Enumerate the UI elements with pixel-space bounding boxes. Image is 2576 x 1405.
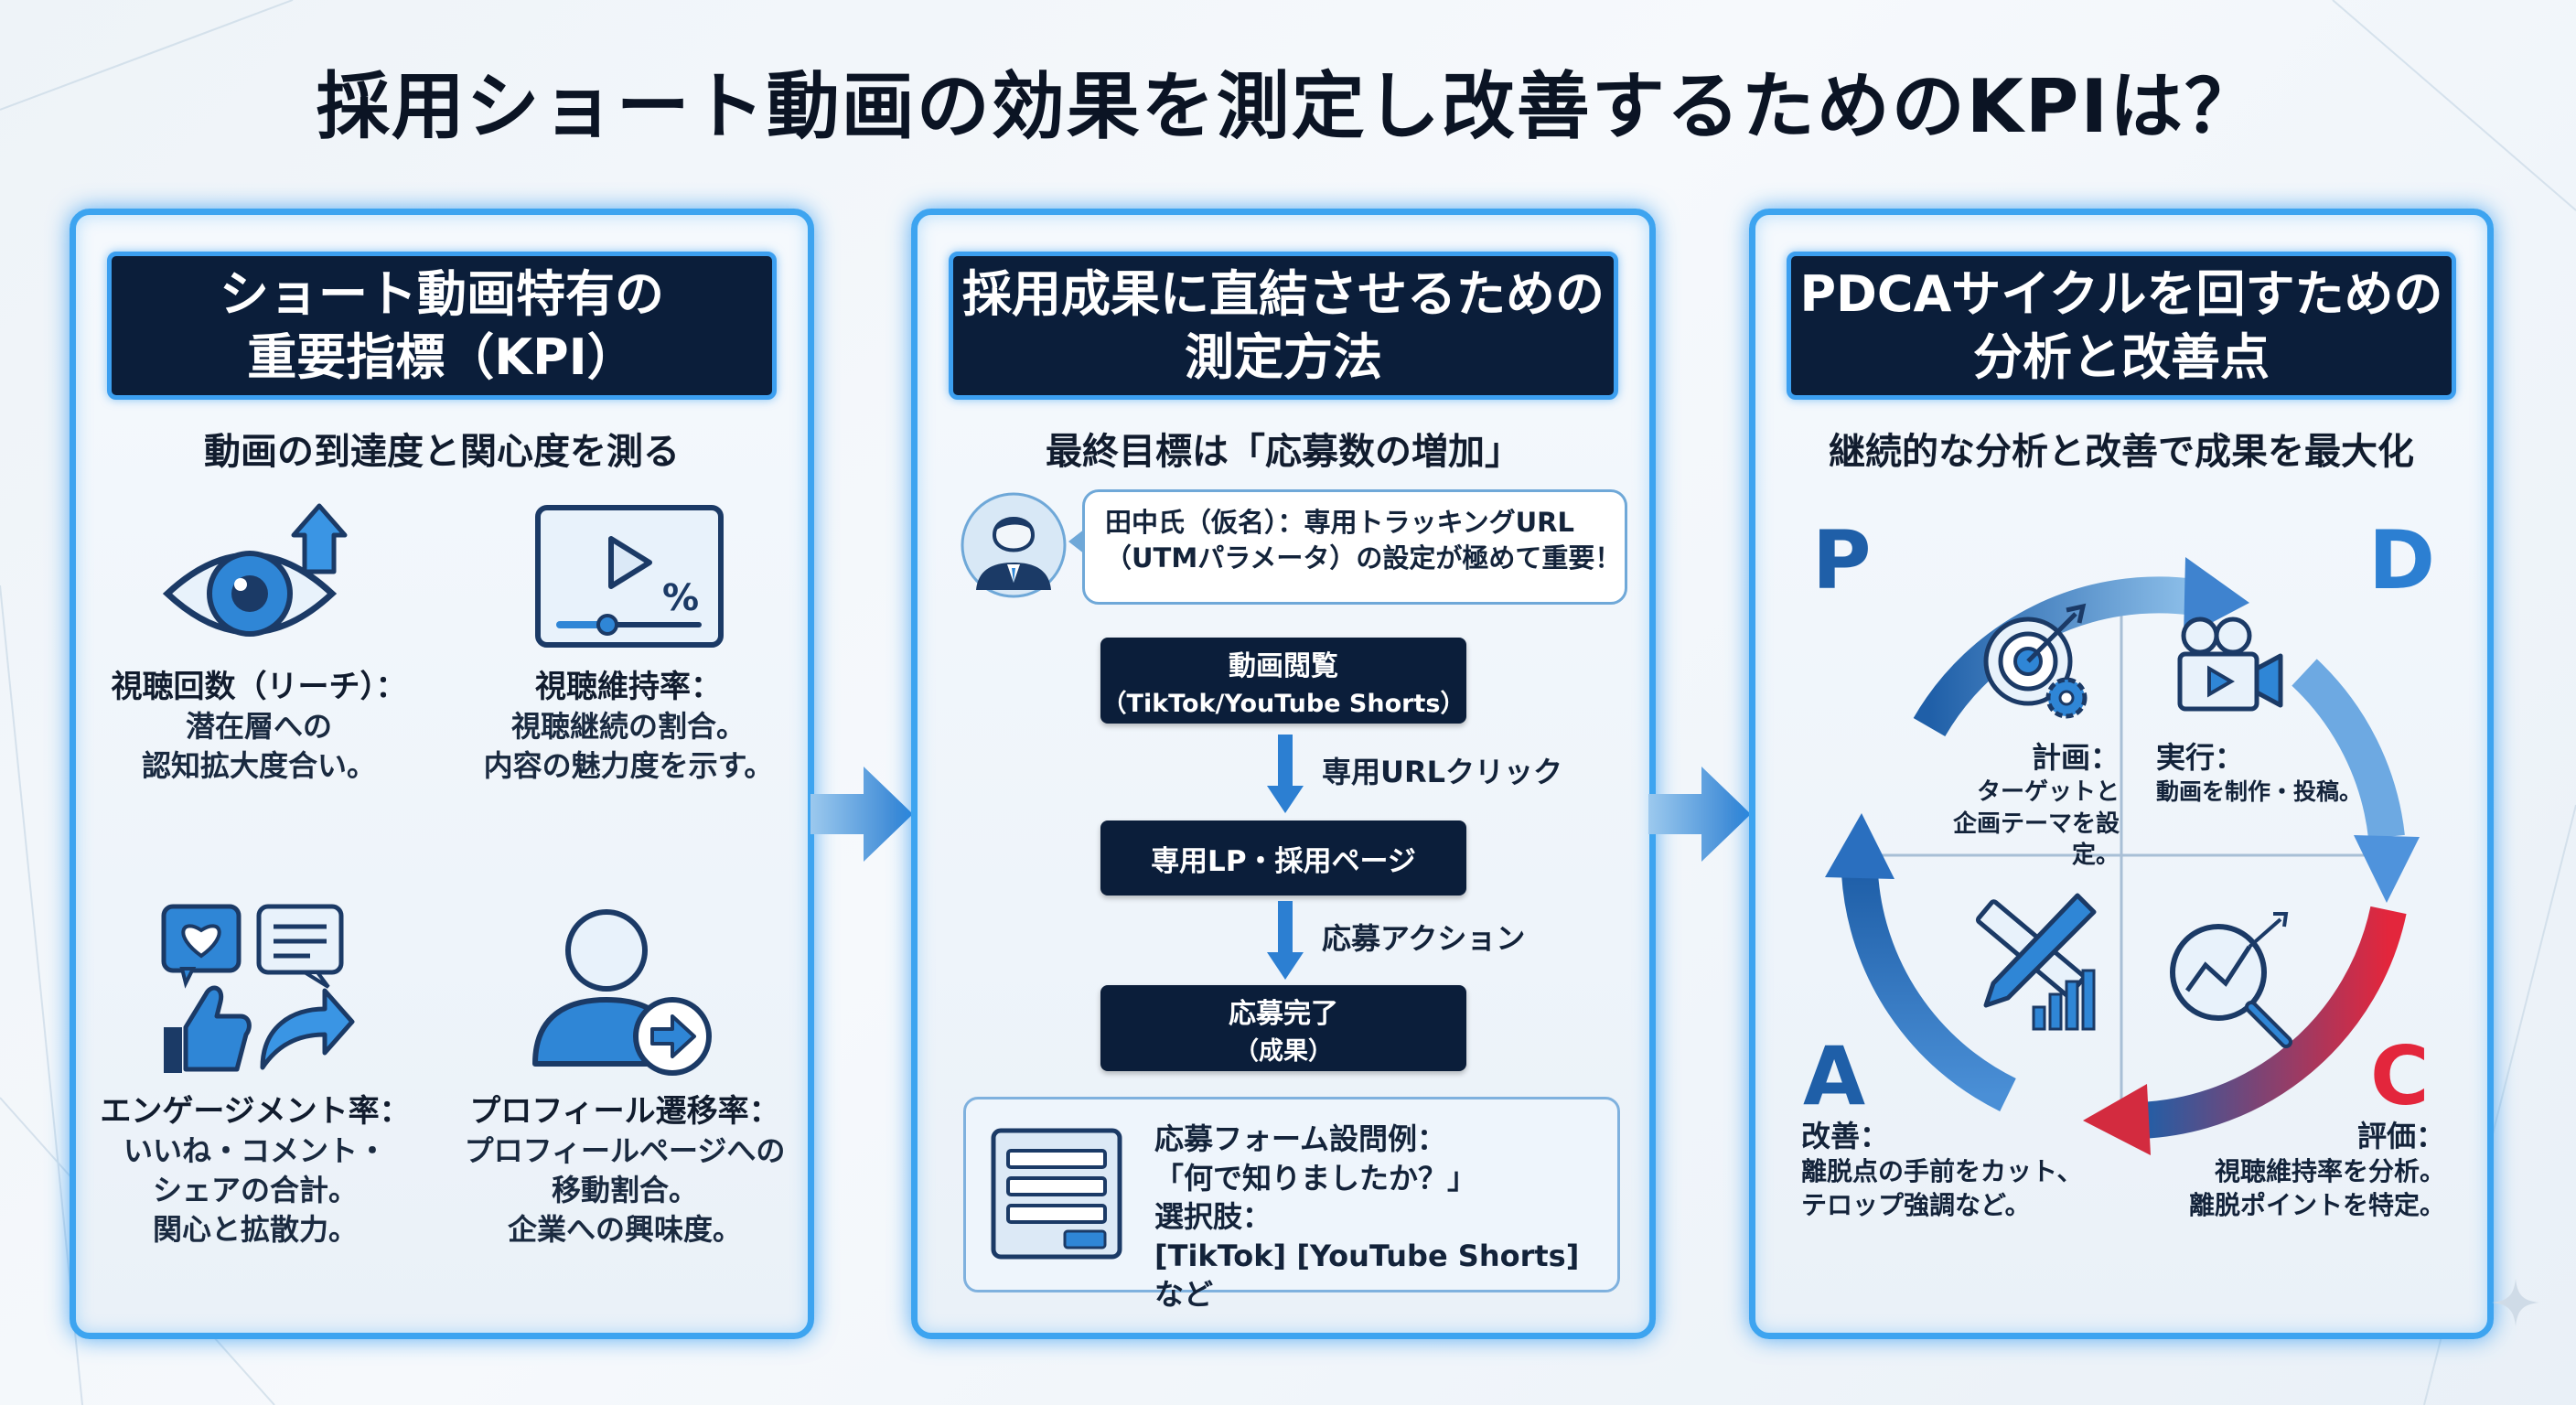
do-text: 実行： 動画を制作・投稿。 — [2156, 738, 2394, 807]
kpi-desc: いいね・コメント・ — [123, 1133, 387, 1169]
magnifier-analysis-icon — [2170, 912, 2292, 1048]
header-line: 採用成果に直結させるための — [962, 264, 1605, 323]
flow-transition-label: 専用URLクリック — [1322, 755, 1563, 789]
act-desc: テロップ強調など。 — [1801, 1190, 2031, 1221]
flow-step-sub: （成果） — [1234, 1036, 1333, 1066]
panel-header: ショート動画特有の 重要指標（KPI） — [107, 252, 777, 400]
header-line: 重要指標（KPI） — [247, 328, 637, 386]
plan-desc: ターゲットと — [1976, 778, 2120, 807]
form-icon — [991, 1128, 1122, 1260]
right-arrow-icon — [810, 767, 913, 862]
target-gear-icon — [1983, 603, 2088, 719]
form-line: 選択肢： — [1154, 1199, 1272, 1235]
person-avatar-icon — [961, 492, 1067, 598]
act-title: 改善： — [1801, 1119, 1890, 1153]
pdca-letter-c: C — [2370, 1029, 2430, 1123]
eye-arrow-icon — [162, 503, 348, 637]
header-line: PDCAサイクルを回すための — [1799, 264, 2443, 323]
svg-text:%: % — [662, 577, 699, 619]
right-arrow-icon — [1648, 767, 1751, 862]
plan-title: 計画： — [2031, 740, 2120, 775]
flow-step-sub: （TikTok/YouTube Shorts） — [1101, 689, 1465, 718]
kpi-engagement: エンゲージメント率： いいね・コメント・ シェアの合計。 関心と拡散力。 — [81, 899, 429, 1249]
page-title: 採用ショート動画の効果を測定し改善するためのKPIは？ — [316, 64, 2260, 149]
engagement-icon — [161, 904, 355, 1073]
kpi-name: 視聴回数（リーチ）： — [111, 669, 407, 705]
panel-subtitle: 動画の到達度と関心度を測る — [204, 431, 680, 473]
kpi-desc: プロフィールページへの — [464, 1133, 786, 1169]
kpi-name: エンゲージメント率： — [100, 1093, 411, 1130]
do-title: 実行： — [2156, 740, 2245, 775]
kpi-desc: 関心と拡散力。 — [152, 1211, 358, 1247]
pdca-letter-p: P — [1812, 513, 1872, 607]
pdca-panel: PDCAサイクルを回すための 分析と改善点 継続的な分析と改善で成果を最大化 — [1749, 209, 2494, 1339]
bubble-text: 田中氏（仮名）：専用トラッキングURL — [1105, 507, 1574, 538]
flow-step-view: 動画閲覧 （TikTok/YouTube Shorts） — [1100, 638, 1466, 724]
kpi-name: 視聴維持率： — [535, 669, 722, 705]
pdca-letter-d: D — [2368, 513, 2436, 607]
flow-transition-label: 応募アクション — [1322, 921, 1526, 956]
check-desc: 視聴維持率を分析。 — [2214, 1156, 2445, 1187]
sparkle-icon — [2492, 1279, 2539, 1326]
video-camera-icon — [2177, 617, 2283, 712]
down-arrow-icon — [1267, 901, 1304, 980]
check-text: 評価： 視聴維持率を分析。 離脱ポイントを特定。 — [2114, 1117, 2445, 1223]
bubble-text: （UTMパラメータ）の設定が極めて重要！ — [1105, 542, 1622, 574]
panel-subtitle: 継続的な分析と改善で成果を最大化 — [1829, 431, 2414, 473]
kpi-desc: 認知拡大度合い。 — [141, 748, 376, 784]
kpi-profile: プロフィール遷移率： プロフィールページへの 移動割合。 企業への興味度。 — [451, 899, 799, 1249]
form-text: 応募フォーム設問例： 「何で知りましたか？」 選択肢： [TikTok] [Yo… — [1154, 1120, 1617, 1314]
kpi-desc: 内容の魅力度を示す。 — [483, 748, 774, 784]
pdca-cycle-diagram — [1825, 557, 2420, 1155]
plan-desc: 企画テーマを設定。 — [1952, 810, 2120, 869]
header-line: ショート動画特有の — [220, 264, 664, 323]
form-line: [TikTok] [YouTube Shorts] など — [1154, 1238, 1580, 1313]
expert-speech-bubble: 田中氏（仮名）：専用トラッキングURL （UTMパラメータ）の設定が極めて重要！ — [1068, 489, 1627, 605]
kpi-name: プロフィール遷移率： — [469, 1093, 780, 1130]
video-play-percent-icon: % — [535, 505, 724, 648]
kpi-desc: 企業への興味度。 — [507, 1211, 742, 1247]
header-line: 分析と改善点 — [1973, 328, 2270, 386]
kpi-desc: シェアの合計。 — [152, 1173, 358, 1208]
kpi-desc: 移動割合。 — [551, 1173, 698, 1208]
kpi-desc: 視聴継続の割合。 — [510, 709, 746, 745]
flow-step-label: 応募完了 — [1229, 997, 1338, 1030]
kpi-reach: 視聴回数（リーチ）： 潜在層への 認知拡大度合い。 — [85, 499, 433, 786]
flow-step-label: 専用LP・採用ページ — [1151, 844, 1416, 878]
kpi-retention: % 視聴維持率： 視聴継続の割合。 内容の魅力度を示す。 — [455, 499, 802, 786]
act-desc: 離脱点の手前をカット、 — [1801, 1156, 2083, 1187]
check-desc: 離脱ポイントを特定。 — [2188, 1190, 2445, 1221]
act-text: 改善： 離脱点の手前をカット、 テロップ強調など。 — [1801, 1117, 2131, 1223]
pdca-letter-a: A — [1803, 1029, 1866, 1123]
measurement-panel: 採用成果に直結させるための 測定方法 最終目標は「応募数の増加」 田中氏（仮名）… — [911, 209, 1656, 1339]
plan-text: 計画： ターゲットと 企画テーマを設定。 — [1926, 738, 2120, 871]
form-line: 「何で知りましたか？」 — [1154, 1160, 1477, 1196]
pencil-ruler-chart-icon — [1975, 893, 2097, 1031]
flow-step-complete: 応募完了 （成果） — [1100, 985, 1466, 1071]
do-desc: 動画を制作・投稿。 — [2156, 778, 2363, 806]
panel-header: PDCAサイクルを回すための 分析と改善点 — [1787, 252, 2456, 400]
header-line: 測定方法 — [1185, 328, 1382, 386]
panel-header: 採用成果に直結させるための 測定方法 — [949, 252, 1618, 400]
flow-step-label: 動画閲覧 — [1229, 649, 1338, 682]
check-title: 評価： — [2356, 1119, 2445, 1153]
kpi-desc: 潜在層への — [185, 709, 332, 745]
form-question-example: 応募フォーム設問例： 「何で知りましたか？」 選択肢： [TikTok] [Yo… — [963, 1097, 1620, 1312]
flow-step-landing: 専用LP・採用ページ — [1100, 820, 1466, 896]
panel-subtitle: 最終目標は「応募数の増加」 — [1046, 431, 1521, 473]
down-arrow-icon — [1267, 735, 1304, 813]
form-line: 応募フォーム設問例： — [1154, 1121, 1447, 1156]
profile-transition-icon — [532, 909, 712, 1076]
kpi-panel: ショート動画特有の 重要指標（KPI） 動画の到達度と関心度を測る 視聴回数（リ… — [70, 209, 814, 1339]
